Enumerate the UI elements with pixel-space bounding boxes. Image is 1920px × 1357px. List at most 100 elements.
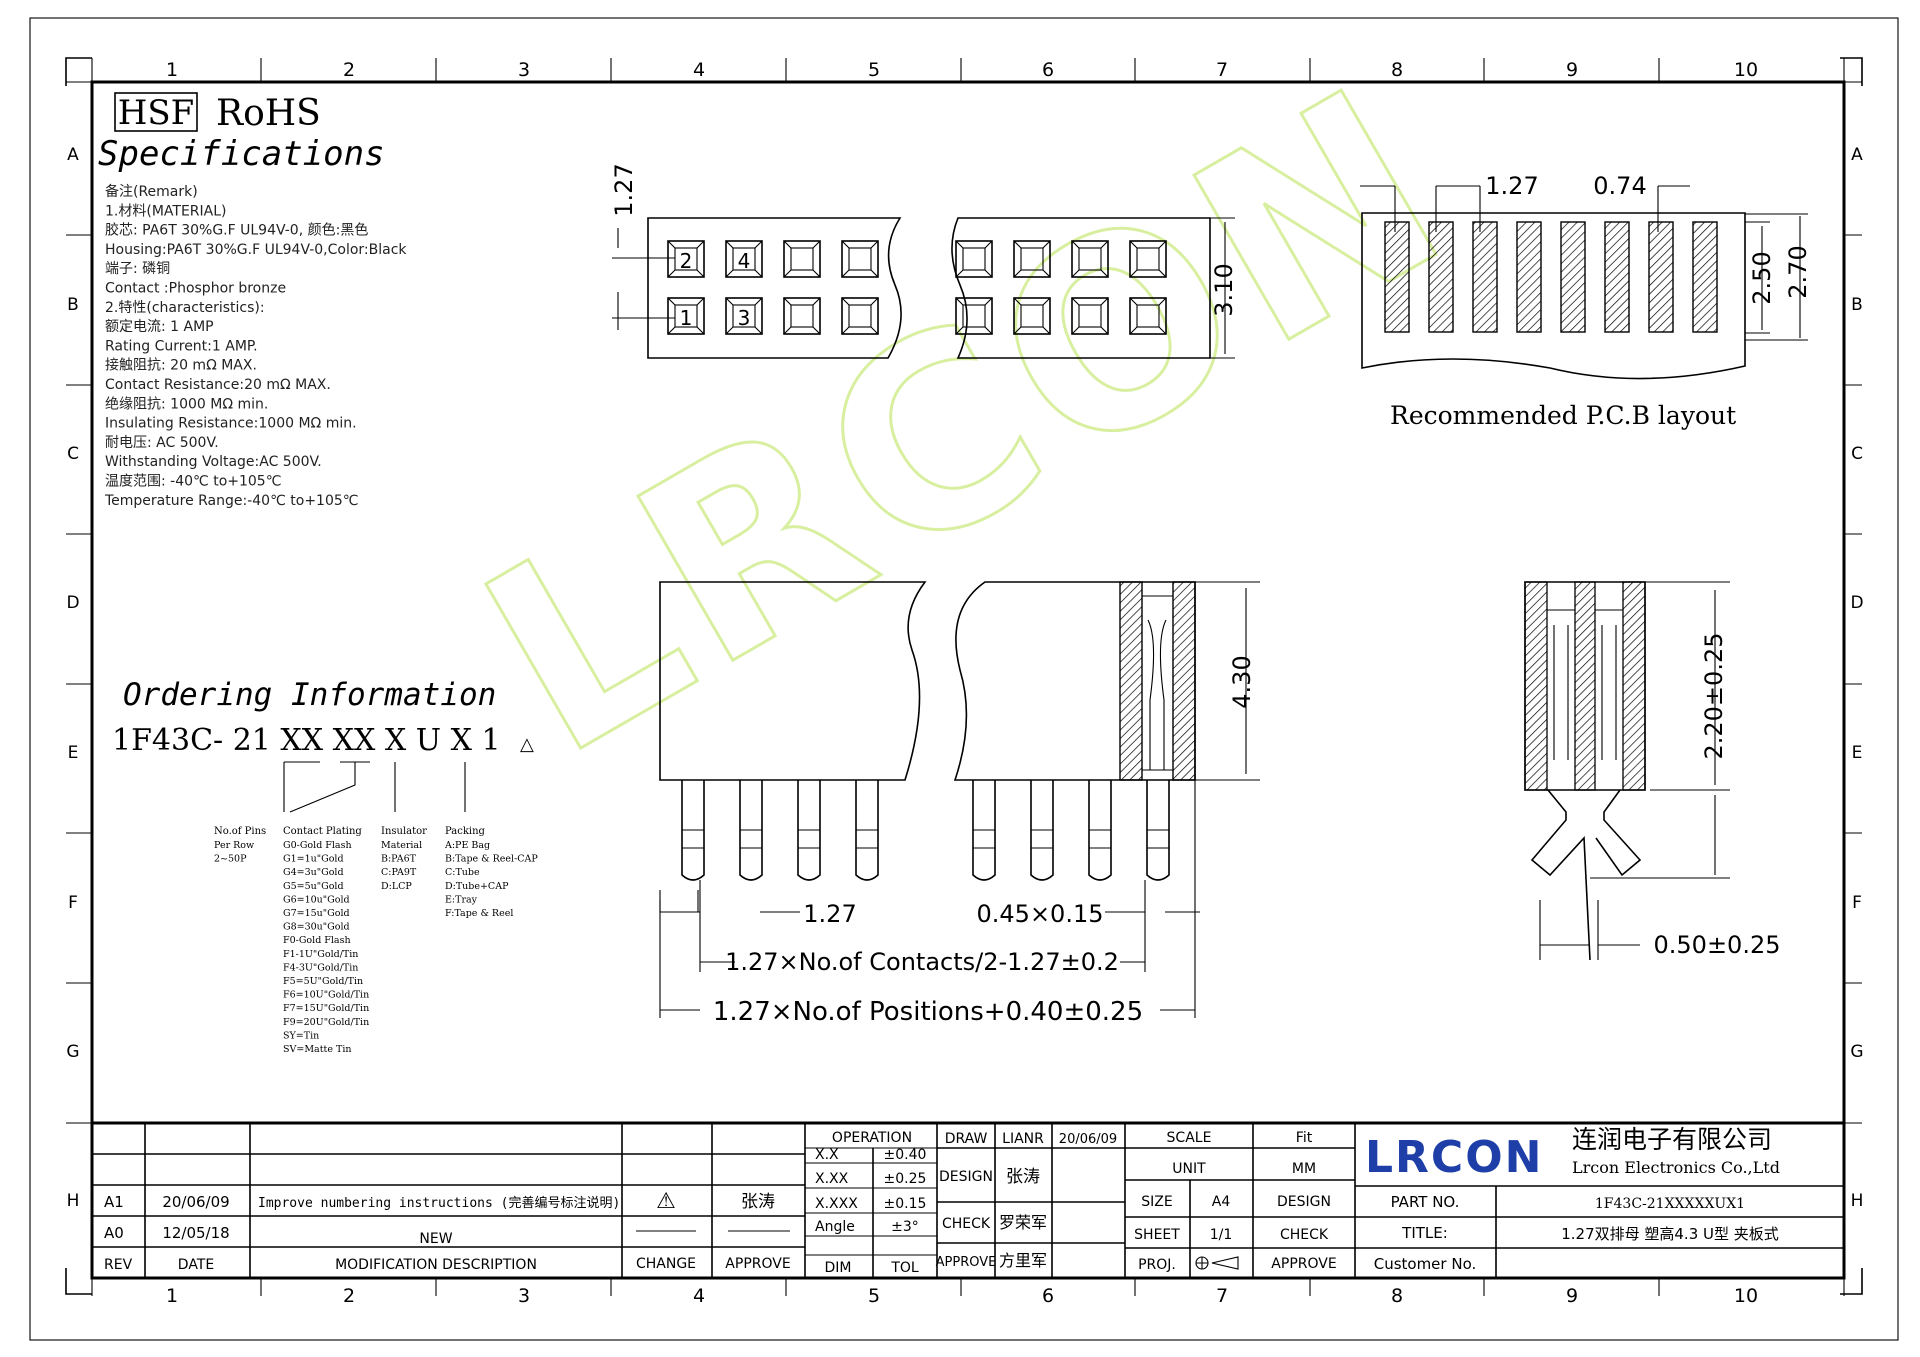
outer-frame [29,17,1899,1341]
grid-row-left-F: F [68,893,78,913]
pcb-dim-250: 2.50 [1748,251,1776,304]
legend-line: G7=15u"Gold [283,908,350,919]
operation-label: OPERATION [832,1130,912,1146]
grid-row-right-A: A [1851,145,1863,165]
grid-col-bottom-8: 8 [1391,1285,1403,1307]
approve-label: APPROVE [936,1255,997,1270]
grid-row-left-C: C [67,444,79,464]
spec-line: 1.材料(MATERIAL) [105,203,226,219]
spec-line: 备注(Remark) [105,183,198,200]
rev-a0-date: 12/05/18 [162,1224,229,1242]
grid-col-bottom-2: 2 [343,1285,355,1307]
approve2-label: APPROVE [1271,1256,1336,1272]
pin-cell [1071,240,1109,278]
tol-value: ±0.40 [884,1147,927,1163]
size-value: A4 [1212,1194,1231,1210]
spec-line: Housing:PA6T 30%G.F UL94V-0,Color:Black [105,242,407,258]
grid-col-top-4: 4 [693,59,705,81]
pin-contact [732,304,756,328]
check-label: CHECK [942,1216,991,1232]
spec-line: 额定电流: 1 AMP [105,319,214,335]
legend-line: G6=10u"Gold [283,894,350,905]
section-dim-050: 0.50±0.25 [1654,931,1781,959]
pcb-pad [1384,221,1410,333]
grid-col-top-1: 1 [166,59,178,81]
legend-line: F6=10U"Gold/Tin [283,990,369,1001]
side-dim-contacts: 1.27×No.of Contacts/2-1.27±0.2 [725,948,1119,976]
grid-row-right-D: D [1850,593,1863,613]
legend-title: No.of Pins [214,826,266,837]
pcb-pad [1604,221,1630,333]
side-view: 4.30 1.27 0.45×0.15 1.27×No.of Contacts/… [659,581,1260,1027]
side-pin [972,780,996,881]
side-dim-pitch: 1.27 [803,900,856,928]
ordering-info: Ordering Information 1F43C- 21 XX XX X U… [112,677,538,1055]
design-name: 张涛 [1006,1167,1040,1187]
legend-line: G4=3u"Gold [283,867,344,878]
spec-line: Contact Resistance:20 mΩ MAX. [105,377,331,393]
pin-cell [955,240,993,278]
pin-cell [1013,240,1051,278]
date-header: DATE [178,1257,214,1273]
legend-line: SY=Tin [283,1030,319,1041]
ordering-code: 1F43C- 21 XX XX X U X 1 [112,723,501,758]
side-dim-height: 4.30 [1228,655,1256,708]
side-pin [1030,780,1054,881]
grid-row-left-D: D [66,593,79,613]
spec-line: 绝缘阻抗: 1000 MΩ min. [105,396,268,412]
pin-label-2: 2 [680,249,693,273]
customer-no-label: Customer No. [1374,1255,1477,1273]
dim-label: DIM [825,1260,852,1276]
side-dim-pin: 0.45×0.15 [977,900,1104,928]
legend-title: Contact Plating [283,826,362,837]
side-pin [1146,780,1170,881]
pin-contact [790,304,814,328]
spec-line: 胶芯: PA6T 30%G.F UL94V-0, 颜色:黑色 [105,222,368,239]
side-pin [681,780,705,881]
spec-line: Rating Current:1 AMP. [105,338,258,354]
rev-header: REV [104,1257,133,1273]
hsf-box [114,92,198,132]
spec-line: Withstanding Voltage:AC 500V. [105,454,322,470]
pin-contact [1020,304,1044,328]
desc-header: MODIFICATION DESCRIPTION [335,1257,537,1273]
pin-contact [1078,304,1102,328]
pin-cell [667,297,705,335]
pcb-caption: Recommended P.C.B layout [1390,401,1736,430]
rev-a0: A0 [104,1224,124,1242]
pin-cell [841,240,879,278]
spec-line: Contact :Phosphor bronze [105,281,286,297]
size-label: SIZE [1141,1194,1172,1210]
rev-a1-change: ⚠ [656,1189,676,1214]
legend-line: F9=20U"Gold/Tin [283,1017,369,1028]
pin-contact [848,304,872,328]
side-pin [855,780,879,881]
legend-line: 2~50P [214,854,247,865]
pcb-pad [1516,221,1542,333]
rev-a1-date: 20/06/09 [162,1193,229,1211]
grid-col-bottom-3: 3 [518,1285,530,1307]
watermark-logo: LRCON [439,28,1498,815]
check-name: 罗荣军 [999,1213,1047,1232]
legend-line: E:Tray [445,894,478,905]
pcb-dim-pitch: 1.27 [1485,172,1538,200]
scale-label: SCALE [1167,1130,1212,1146]
tol-label: TOL [890,1260,919,1276]
top-view: 2 4 1 3 1.27 3.10 [610,163,1238,359]
approve-header: APPROVE [725,1256,790,1272]
pin-contact [732,247,756,271]
rev-a1: A1 [104,1193,124,1211]
grid-row-left-H: H [67,1191,80,1211]
pin-contact [848,247,872,271]
spec-line: 2.特性(characteristics): [105,300,265,316]
grid-col-bottom-9: 9 [1566,1285,1578,1307]
title-label: TITLE: [1401,1224,1448,1242]
tol-value: ±3° [891,1219,919,1235]
warning-triangle-icon: △ [520,734,534,755]
grid-row-right-H: H [1851,1191,1864,1211]
pin-cell [725,240,763,278]
proj-label: PROJ. [1138,1257,1176,1273]
grid-col-top-3: 3 [518,59,530,81]
grid-col-bottom-6: 6 [1042,1285,1054,1307]
